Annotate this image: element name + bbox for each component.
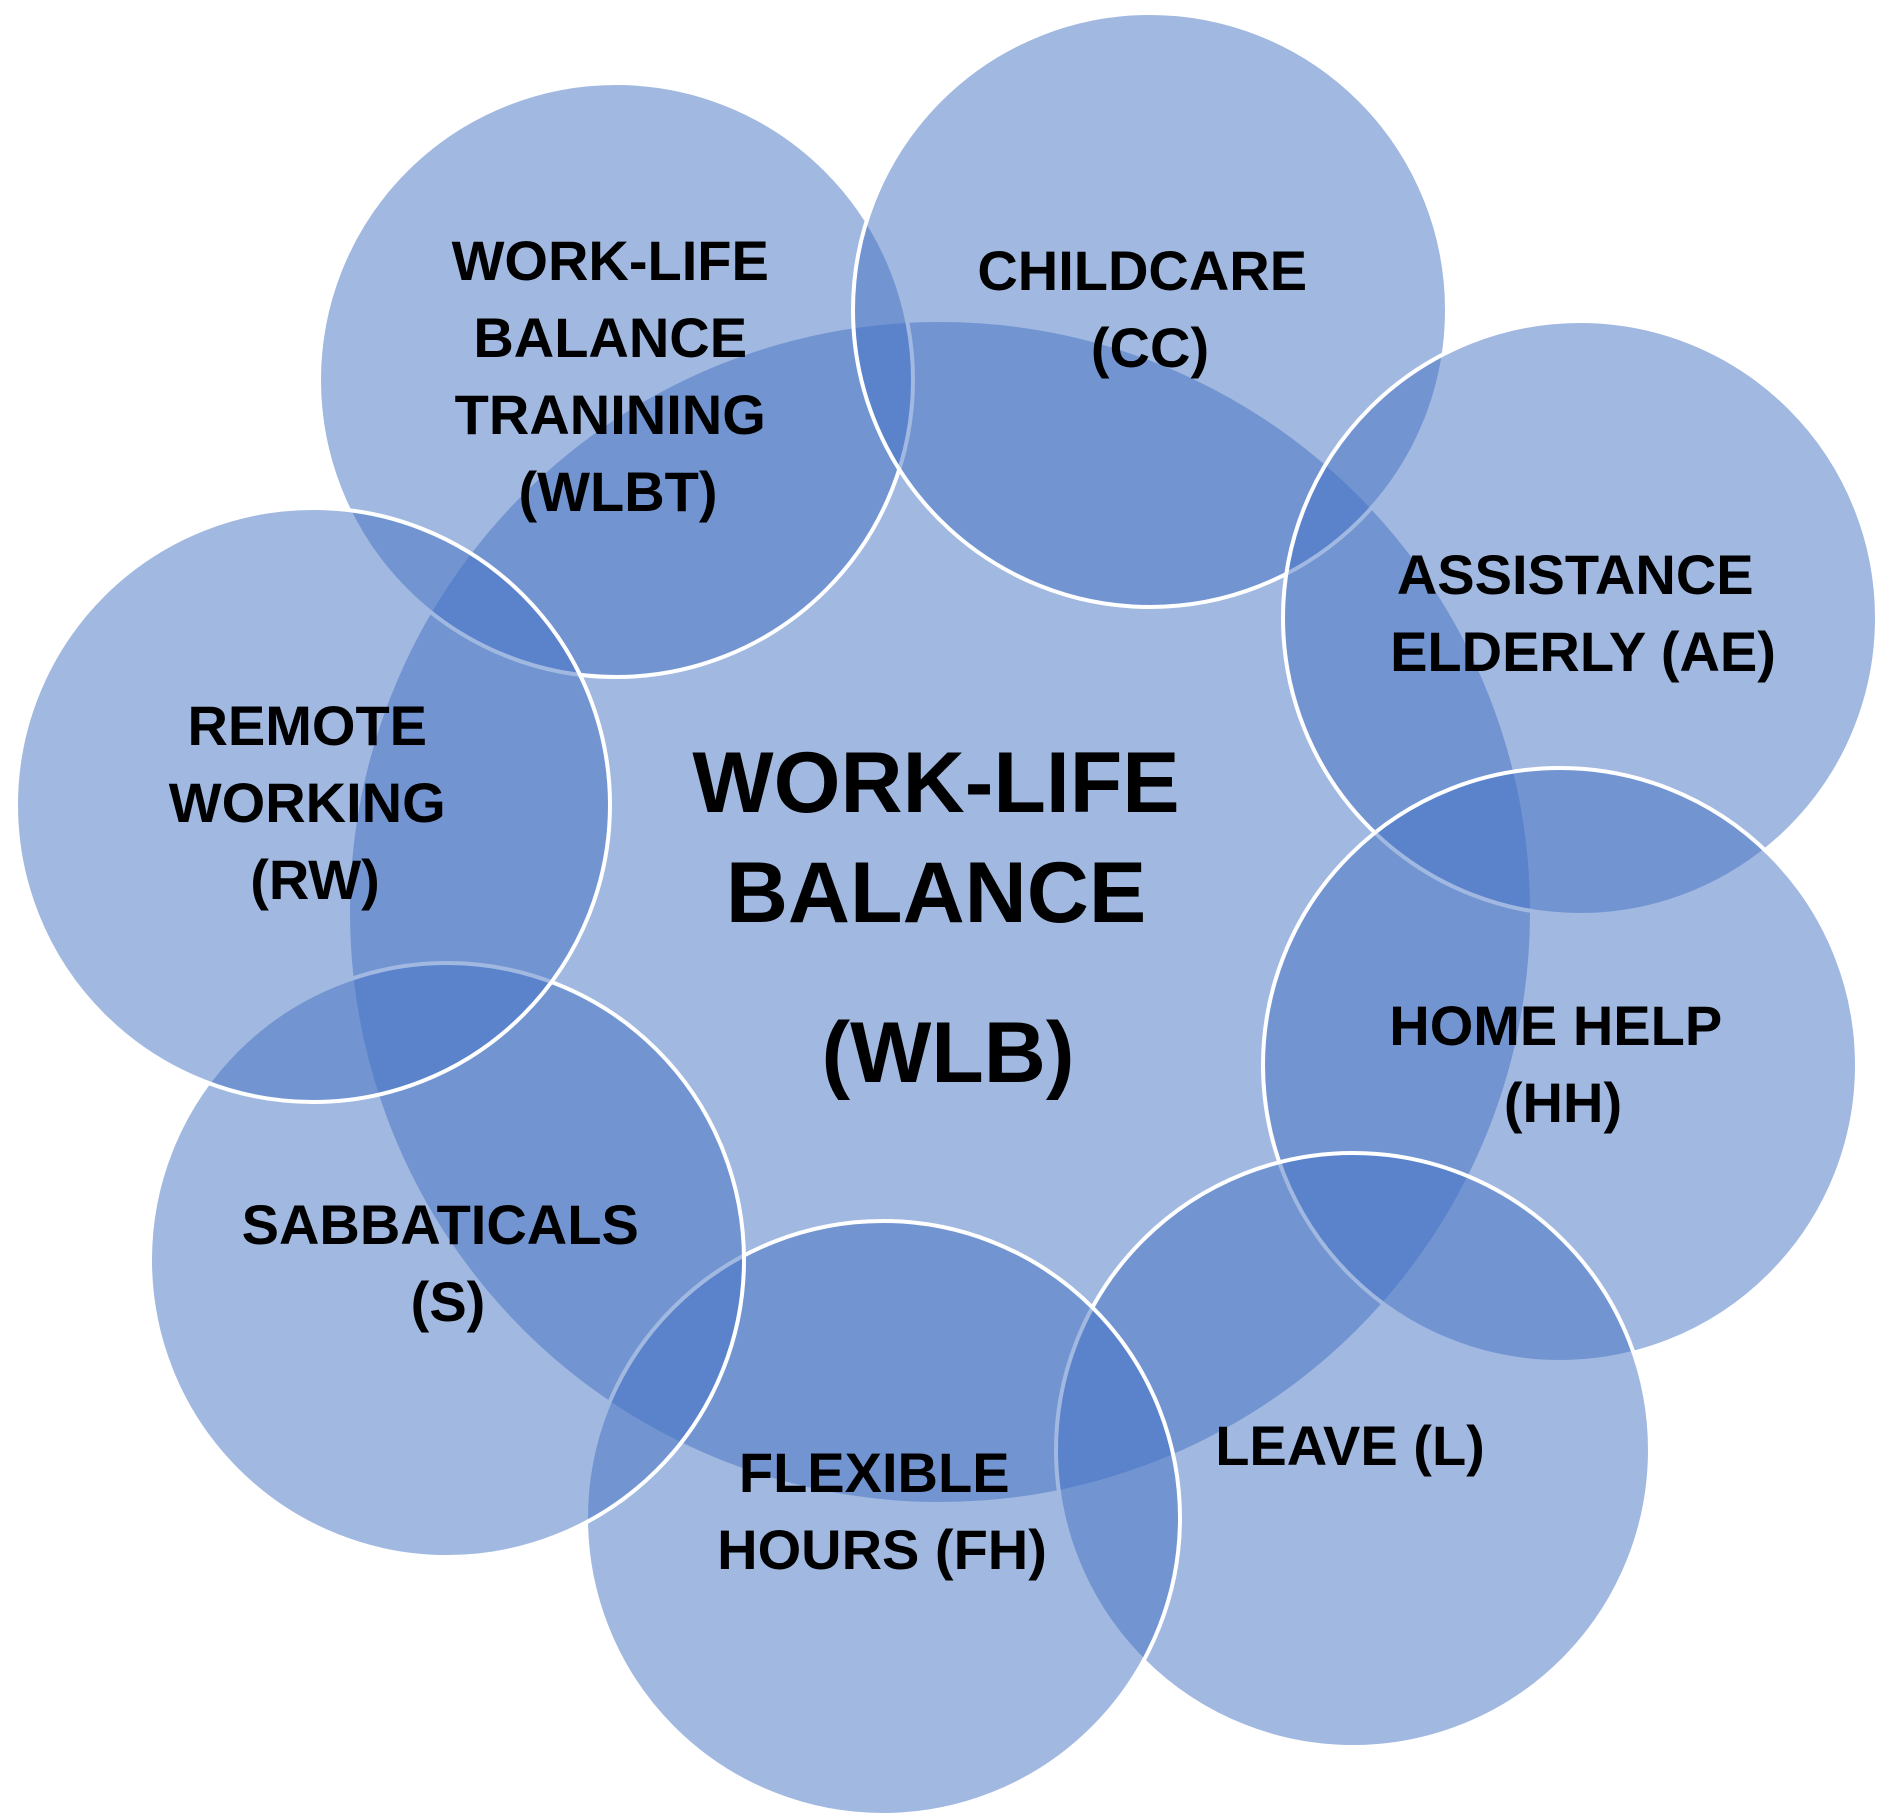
hh-label-line: (HH): [1504, 1071, 1622, 1134]
circle-cc: [851, 11, 1449, 609]
rw-label-line: WORKING: [169, 771, 446, 834]
center-label-line: (WLB): [821, 1005, 1074, 1101]
ae-label-line: ASSISTANCE: [1397, 543, 1754, 606]
fh-label-line: FLEXIBLE: [739, 1441, 1010, 1504]
rw-label-line: (RW): [250, 848, 380, 911]
cc-label-line: CHILDCARE: [977, 239, 1307, 302]
center-label-line: WORK-LIFE: [692, 735, 1179, 831]
wlbt-label-line: BALANCE: [473, 306, 747, 369]
ae-label: ASSISTANCE ELDERLY (AE): [1390, 543, 1776, 683]
wlbt-label: WORK-LIFE BALANCE TRANINING (WLBT): [452, 229, 785, 523]
wlbt-label-line: (WLBT): [518, 460, 717, 523]
ae-label-line: ELDERLY (AE): [1390, 620, 1776, 683]
fh-label: FLEXIBLE HOURS (FH): [717, 1441, 1047, 1581]
s-label-line: SABBATICALS: [242, 1193, 639, 1256]
fh-label-line: HOURS (FH): [717, 1518, 1047, 1581]
s-label-line: (S): [411, 1270, 486, 1333]
cc-label-line: (CC): [1091, 316, 1209, 379]
circle-rw: [14, 506, 612, 1104]
l-label-line: LEAVE (L): [1215, 1414, 1485, 1477]
center-label-line: BALANCE: [726, 845, 1146, 941]
wlbt-label-line: TRANINING: [455, 383, 766, 446]
rw-label-line: REMOTE: [187, 694, 427, 757]
hh-label-line: HOME HELP: [1389, 994, 1721, 1057]
rw-label: REMOTE WORKING (RW): [169, 694, 461, 911]
l-label: LEAVE (L): [1215, 1414, 1485, 1477]
cc-label: CHILDCARE (CC): [977, 239, 1322, 379]
wlbt-label-line: WORK-LIFE: [452, 229, 769, 292]
center-label: WORK-LIFE BALANCE (WLB): [692, 735, 1203, 1101]
hh-label: HOME HELP (HH): [1389, 994, 1736, 1134]
s-label: SABBATICALS (S): [242, 1193, 655, 1333]
